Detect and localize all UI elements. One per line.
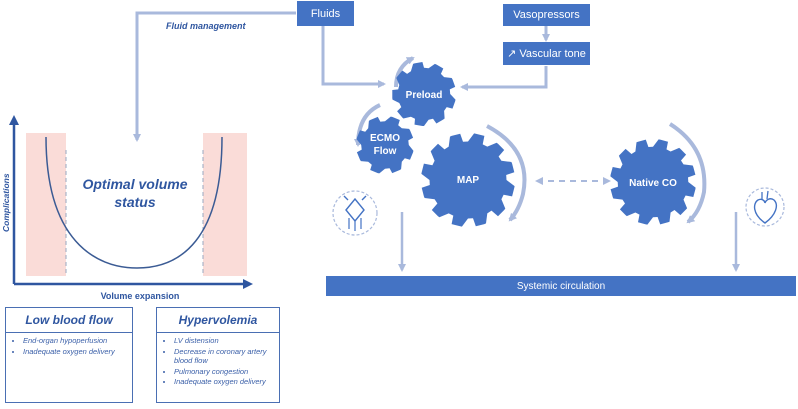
complications-curve — [45, 136, 223, 269]
list-item: Decrease in coronary artery blood flow — [174, 347, 273, 366]
low-blood-flow-list: End-organ hypoperfusion Inadequate oxyge… — [6, 334, 132, 357]
tone-to-preload-arrow — [460, 66, 548, 91]
map-rotation-arrow — [486, 124, 527, 222]
fluid-management-label: Fluid management — [166, 21, 247, 31]
vascular-tone-box: ↗ Vascular tone — [503, 42, 590, 65]
low-blood-flow-title: Low blood flow — [6, 308, 132, 333]
fluids-box: Fluids — [297, 1, 354, 26]
optimal-volume-label-line1: Optimal volume — [82, 176, 187, 192]
systemic-circulation-bar: Systemic circulation — [326, 276, 796, 296]
native-co-gear-label: Native CO — [629, 178, 677, 189]
preload-gear-label: Preload — [406, 90, 443, 101]
low-blood-flow-panel: Low blood flow End-organ hypoperfusion I… — [5, 307, 133, 403]
ecmo-gear-label-line1: ECMO — [370, 133, 400, 144]
danger-zone-right — [203, 133, 247, 276]
y-axis-label: Complications — [1, 173, 11, 232]
ecmo-flow-gear — [356, 116, 414, 174]
list-item: End-organ hypoperfusion — [23, 336, 126, 346]
list-item: Pulmonary congestion — [174, 367, 273, 377]
fluid-management-arrow — [133, 11, 296, 142]
map-gear-label: MAP — [457, 175, 480, 186]
fluids-to-preload-arrow — [321, 26, 386, 88]
hypervolemia-panel: Hypervolemia LV distension Decrease in c… — [156, 307, 280, 403]
list-item: LV distension — [174, 336, 273, 346]
map-gear — [421, 133, 515, 227]
native-co-gear — [610, 139, 696, 225]
list-item: Inadequate oxygen delivery — [174, 377, 273, 387]
optimal-volume-label-line2: status — [114, 194, 155, 210]
preload-rotation-arrow — [394, 56, 415, 88]
heart-icon — [745, 187, 785, 227]
preload-gear — [392, 62, 456, 126]
vasopressors-box: Vasopressors — [503, 4, 590, 26]
native-co-rotation-arrow — [668, 122, 707, 224]
x-axis-label: Volume expansion — [101, 291, 180, 301]
ecmo-gear-label-line2: Flow — [374, 146, 397, 157]
hypervolemia-list: LV distension Decrease in coronary arter… — [157, 334, 279, 388]
list-item: Inadequate oxygen delivery — [23, 347, 126, 357]
ecmo-device-icon — [332, 190, 378, 236]
hypervolemia-title: Hypervolemia — [157, 308, 279, 333]
